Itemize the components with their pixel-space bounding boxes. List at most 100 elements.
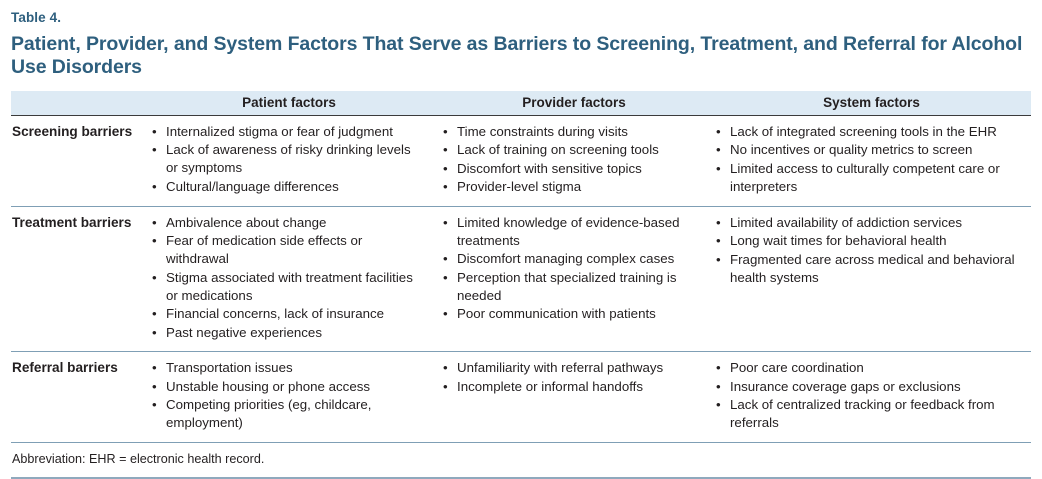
list-item: • Discomfort with sensitive topics bbox=[442, 160, 700, 178]
row-header-referral-barriers: Referral barriers bbox=[11, 351, 142, 442]
bullet-icon: • bbox=[152, 378, 157, 394]
list-item: •Lack of awareness of risky drinking lev… bbox=[151, 141, 424, 177]
table-figure: Table 4. Patient, Provider, and System F… bbox=[11, 0, 1031, 479]
list-item-text: Lack of awareness of risky drinking leve… bbox=[166, 142, 411, 176]
list-item-text: Poor care coordination bbox=[730, 360, 864, 376]
list-item: • Perception that specialized training is… bbox=[442, 269, 700, 305]
list-item: • Limited access to culturally competent … bbox=[715, 160, 1019, 196]
list-item: •Unfamiliarity with referral pathways bbox=[442, 359, 700, 377]
caption-block: Table 4. Patient, Provider, and System F… bbox=[11, 0, 1031, 80]
bullet-icon: • bbox=[443, 142, 448, 158]
bullet-icon: • bbox=[152, 123, 157, 139]
list-item-text: Perception that specialized training is … bbox=[457, 269, 677, 303]
cell-system-factors: • Lack of integrated screening tools in t… bbox=[712, 115, 1031, 206]
cell-provider-factors: •Unfamiliarity with referral pathways• In… bbox=[436, 351, 712, 442]
list-item-text: Past negative experiences bbox=[166, 324, 322, 340]
bullet-icon: • bbox=[443, 306, 448, 322]
bullet-list: • Time constraints during visits •Lack of … bbox=[442, 123, 700, 197]
bullet-icon: • bbox=[443, 160, 448, 176]
table-body: Screening barriers • Internalized stigma o… bbox=[11, 115, 1031, 442]
table-number-label: Table 4. bbox=[11, 10, 62, 25]
list-item-text: Provider-level stigma bbox=[457, 179, 582, 195]
list-item-text: Limited availability of addiction servic… bbox=[730, 214, 963, 230]
cell-patient-factors: •Ambivalence about change•Fear of medica… bbox=[142, 205, 436, 352]
bullet-icon: • bbox=[716, 360, 721, 376]
bullet-list: • Lack of integrated screening tools in t… bbox=[715, 123, 1019, 196]
bullet-list: •Ambivalence about change•Fear of medica… bbox=[151, 214, 424, 342]
cell-patient-factors: • Internalized stigma or fear of judgment… bbox=[142, 115, 436, 206]
bullet-icon: • bbox=[152, 324, 157, 340]
list-item-text: Financial concerns, lack of insurance bbox=[166, 306, 385, 322]
list-item: • Insurance coverage gaps or exclusions bbox=[715, 378, 1019, 396]
bullet-icon: • bbox=[443, 378, 448, 394]
bullet-icon: • bbox=[716, 142, 721, 158]
list-item-text: Poor communication with patients bbox=[457, 306, 656, 322]
list-item-text: Incomplete or informal handoffs bbox=[457, 378, 644, 394]
list-item: •Cultural/language differences bbox=[151, 178, 424, 196]
bullet-icon: • bbox=[443, 269, 448, 285]
bullet-icon: • bbox=[716, 251, 721, 267]
list-item: • Transportation issues bbox=[151, 359, 424, 377]
bullet-icon: • bbox=[443, 179, 448, 195]
cell-system-factors: • Poor care coordination • Insurance covera… bbox=[712, 351, 1031, 442]
list-item-text: Limited access to culturally competent c… bbox=[730, 160, 1000, 194]
bullet-icon: • bbox=[152, 306, 157, 322]
column-header-patient-factors: Patient factors bbox=[142, 90, 436, 116]
bullet-icon: • bbox=[443, 214, 448, 230]
list-item: • No incentives or quality metrics to scr… bbox=[715, 141, 1019, 159]
list-item: • Stigma associated with treatment facili… bbox=[151, 269, 424, 305]
list-item: • Provider-level stigma bbox=[442, 178, 700, 196]
list-item: • Poor communication with patients bbox=[442, 305, 700, 323]
column-header-system-factors: System factors bbox=[712, 90, 1031, 116]
list-item: •Unstable housing or phone access bbox=[151, 378, 424, 396]
bullet-icon: • bbox=[443, 251, 448, 267]
list-item-text: Lack of centralized tracking or feedback… bbox=[730, 397, 995, 431]
list-item-text: Ambivalence about change bbox=[166, 214, 327, 230]
list-item: • Fragmented care across medical and beha… bbox=[715, 251, 1019, 287]
list-item: • Long wait times for behavioral health bbox=[715, 232, 1019, 250]
list-item: • Financial concerns, lack of insurance bbox=[151, 305, 424, 323]
bullet-icon: • bbox=[152, 360, 157, 376]
bullet-icon: • bbox=[716, 160, 721, 176]
bullet-icon: • bbox=[716, 233, 721, 249]
cell-patient-factors: • Transportation issues •Unstable housing … bbox=[142, 351, 436, 442]
cell-system-factors: • Limited availability of addiction servi… bbox=[712, 205, 1031, 352]
list-item-text: Internalized stigma or fear of judgment bbox=[166, 123, 393, 139]
bullet-icon: • bbox=[716, 123, 721, 139]
table-row: Referral barriers•Transportation issues•… bbox=[11, 351, 1031, 442]
bullet-icon: • bbox=[443, 123, 448, 139]
bullet-icon: • bbox=[152, 178, 157, 194]
bullet-icon: • bbox=[152, 269, 157, 285]
list-item: • Lack of integrated screening tools in t… bbox=[715, 123, 1019, 141]
list-item-text: Long wait times for behavioral health bbox=[730, 233, 947, 249]
list-item: •Lack of centralized tracking or feedbac… bbox=[715, 396, 1019, 432]
list-item-text: Time constraints during visits bbox=[457, 123, 628, 139]
list-item: •Ambivalence about change bbox=[151, 214, 424, 232]
list-item-text: Limited knowledge of evidence-based trea… bbox=[457, 214, 680, 248]
table-title: Patient, Provider, and System Factors Th… bbox=[11, 32, 1023, 79]
list-item-text: Stigma associated with treatment facilit… bbox=[166, 269, 413, 303]
list-item-text: Lack of integrated screening tools in th… bbox=[730, 123, 997, 139]
list-item-text: Insurance coverage gaps or exclusions bbox=[730, 378, 961, 394]
list-item-text: Fear of medication side effects or withd… bbox=[166, 233, 363, 267]
list-item-text: No incentives or quality metrics to scre… bbox=[730, 142, 973, 158]
list-item: •Lack of training on screening tools bbox=[442, 141, 700, 159]
list-item: • Past negative experiences bbox=[151, 324, 424, 342]
cell-provider-factors: • Time constraints during visits •Lack of … bbox=[436, 115, 712, 206]
bullet-list: • Internalized stigma or fear of judgment… bbox=[151, 123, 424, 196]
footnote-abbreviation: Abbreviation: EHR = electronic health re… bbox=[12, 452, 265, 467]
list-item-text: Fragmented care across medical and behav… bbox=[730, 251, 1015, 285]
list-item: • Time constraints during visits bbox=[442, 123, 700, 141]
table-row: Screening barriers • Internalized stigma o… bbox=[11, 115, 1031, 206]
list-item-text: Discomfort managing complex cases bbox=[457, 251, 675, 267]
table-header: Patient factors Provider factors System … bbox=[11, 90, 1031, 116]
row-header-screening-barriers: Screening barriers bbox=[12, 123, 133, 139]
bullet-icon: • bbox=[716, 378, 721, 394]
bullet-list: •Unfamiliarity with referral pathways• In… bbox=[442, 359, 700, 396]
header-row: Patient factors Provider factors System … bbox=[11, 90, 1031, 116]
bullet-list: • Poor care coordination • Insurance covera… bbox=[715, 359, 1019, 432]
list-item: •Fear of medication side effects or with… bbox=[151, 232, 424, 268]
list-item-text: Transportation issues bbox=[166, 360, 293, 376]
list-item-text: Discomfort with sensitive topics bbox=[457, 160, 642, 176]
bullet-icon: • bbox=[443, 360, 448, 376]
